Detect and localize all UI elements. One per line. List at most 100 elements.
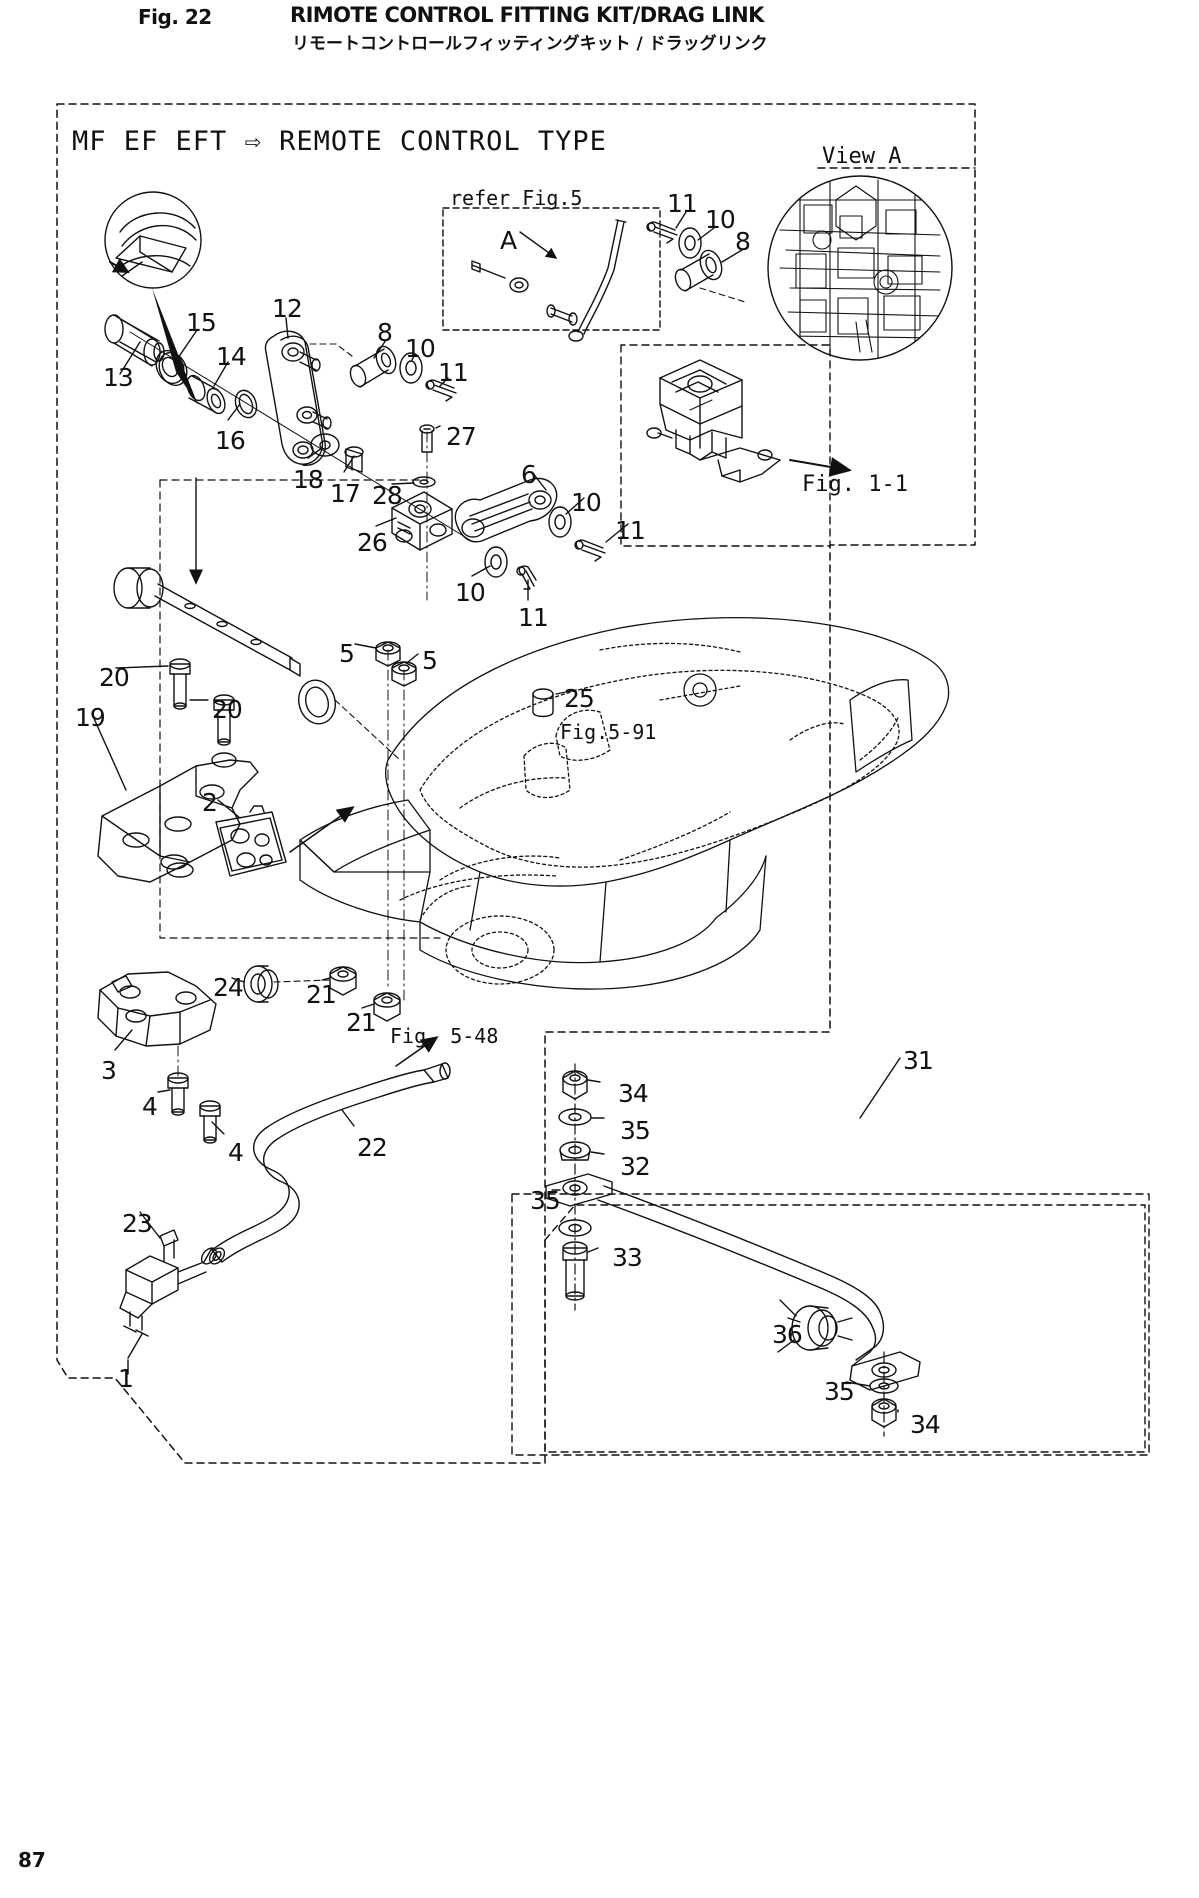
drag-link-rod bbox=[113, 567, 301, 677]
part-13-tube bbox=[104, 314, 165, 367]
view-a-label: View A bbox=[822, 144, 902, 169]
callout-number: 31 bbox=[903, 1046, 934, 1075]
part-20-bolt-a bbox=[169, 658, 191, 710]
leader-A bbox=[519, 231, 558, 259]
callout-number: 35 bbox=[824, 1377, 855, 1406]
callout-number: 32 bbox=[620, 1152, 651, 1181]
part-36-ball-joint bbox=[777, 1299, 853, 1353]
part-2-plate bbox=[215, 805, 287, 877]
part-20-bolt-b bbox=[213, 694, 235, 746]
part-25-cap bbox=[532, 688, 554, 718]
callout-number: 10 bbox=[571, 488, 602, 517]
callout-number: 12 bbox=[272, 294, 303, 323]
callout-number: 34 bbox=[910, 1410, 941, 1439]
callout-number: 20 bbox=[99, 663, 130, 692]
callout-number: 36 bbox=[772, 1320, 803, 1349]
callout-number: 11 bbox=[667, 189, 698, 218]
callout-number: 15 bbox=[186, 308, 217, 337]
figure-number: Fig. 22 bbox=[138, 5, 212, 29]
callout-number: 5 bbox=[422, 646, 438, 675]
part-14-bushing bbox=[186, 374, 226, 415]
callout-number: 4 bbox=[142, 1092, 158, 1121]
callout-number: 33 bbox=[612, 1243, 643, 1272]
detail-circle-inset bbox=[104, 191, 202, 289]
callout-number: 24 bbox=[213, 973, 244, 1002]
part-22-bent-tube bbox=[208, 1062, 451, 1265]
figure-title-ja: リモートコントロールフィッティングキット / ドラッグリンク bbox=[292, 34, 768, 54]
callout-number: 3 bbox=[101, 1056, 117, 1085]
subassembly-31-frame-outer bbox=[511, 1193, 1150, 1456]
part-8-pin-top bbox=[674, 249, 723, 292]
ref-fig-1-1: Fig. 1-1 bbox=[802, 472, 908, 497]
refer-fig5-contents bbox=[471, 219, 627, 342]
remote-control-bracket bbox=[646, 359, 781, 483]
callout-number: 23 bbox=[122, 1209, 153, 1238]
part-11-cotter-top bbox=[646, 221, 678, 244]
arrow-to-fig11 bbox=[789, 457, 852, 477]
callout-number: 5 bbox=[339, 639, 355, 668]
part-8-pin-mid bbox=[349, 345, 397, 388]
part-10-washer-below bbox=[484, 546, 508, 578]
part-11-cotter-below bbox=[516, 565, 537, 590]
callout-number: 35 bbox=[620, 1116, 651, 1145]
ref-refer-fig5: refer Fig.5 bbox=[450, 186, 583, 210]
view-a-inset bbox=[767, 175, 953, 361]
part-19-bracket bbox=[97, 752, 259, 883]
page-number: 87 bbox=[18, 1848, 46, 1872]
dash-8-to-12 bbox=[305, 343, 353, 357]
part-23-connector bbox=[119, 1229, 218, 1337]
callout-number: 14 bbox=[216, 342, 247, 371]
subassembly-31-parts bbox=[545, 1063, 921, 1437]
callout-number: 18 bbox=[293, 465, 324, 494]
callout-number: 16 bbox=[215, 426, 246, 455]
part-4-bolt-b bbox=[199, 1100, 221, 1144]
ref-fig-5-91: Fig.5-91 bbox=[560, 720, 657, 744]
part-4-bolt-a bbox=[167, 1072, 189, 1116]
callout-number: 28 bbox=[372, 481, 403, 510]
callout-number: A bbox=[500, 226, 517, 255]
callout-number: 22 bbox=[357, 1133, 388, 1162]
callout-number: 21 bbox=[306, 980, 337, 1009]
engine-body-outline bbox=[299, 616, 950, 990]
callout-number: 17 bbox=[330, 479, 361, 508]
callout-number: 25 bbox=[564, 684, 595, 713]
part-10-washer-top bbox=[678, 227, 702, 259]
callout-number: 8 bbox=[735, 227, 751, 256]
refer-fig5-frame bbox=[442, 207, 661, 331]
callout-number: 10 bbox=[455, 578, 486, 607]
part-17-bolt bbox=[344, 446, 364, 473]
fig11-frame bbox=[620, 344, 831, 547]
callout-number: 1 bbox=[118, 1364, 134, 1393]
callout-number: 34 bbox=[618, 1079, 649, 1108]
callout-number: 2 bbox=[202, 788, 218, 817]
callout-number: 21 bbox=[346, 1008, 377, 1037]
arrow-2-to-engine bbox=[289, 806, 355, 853]
part-16-oring bbox=[234, 389, 258, 419]
callout-number: 27 bbox=[446, 422, 477, 451]
callout-number: 20 bbox=[212, 695, 243, 724]
part-26-bracket bbox=[391, 491, 453, 551]
callout-number: 8 bbox=[377, 318, 393, 347]
callout-number: 11 bbox=[615, 516, 646, 545]
callout-number: 6 bbox=[521, 460, 537, 489]
leader-lines bbox=[91, 211, 901, 1413]
part-10-washer-mid bbox=[399, 352, 423, 384]
callout-number: 13 bbox=[103, 363, 134, 392]
callout-number: 11 bbox=[438, 358, 469, 387]
callout-number: 35 bbox=[530, 1186, 561, 1215]
part-3-bracket bbox=[97, 971, 217, 1047]
part-11-cotter-mid bbox=[425, 379, 457, 402]
callout-number: 11 bbox=[518, 603, 549, 632]
part-oring-big bbox=[298, 679, 336, 725]
part-24-bushing bbox=[243, 965, 279, 1003]
part-21-nut-a bbox=[329, 966, 357, 996]
dash-rod-guide2 bbox=[159, 479, 441, 939]
ref-fig-5-48: Fig. 5-48 bbox=[390, 1024, 499, 1048]
part-28-washer bbox=[412, 476, 436, 488]
callout-number: 4 bbox=[228, 1138, 244, 1167]
part-12-link-plate bbox=[264, 330, 332, 466]
callout-number: 19 bbox=[75, 703, 106, 732]
part-6-lever bbox=[454, 477, 558, 543]
